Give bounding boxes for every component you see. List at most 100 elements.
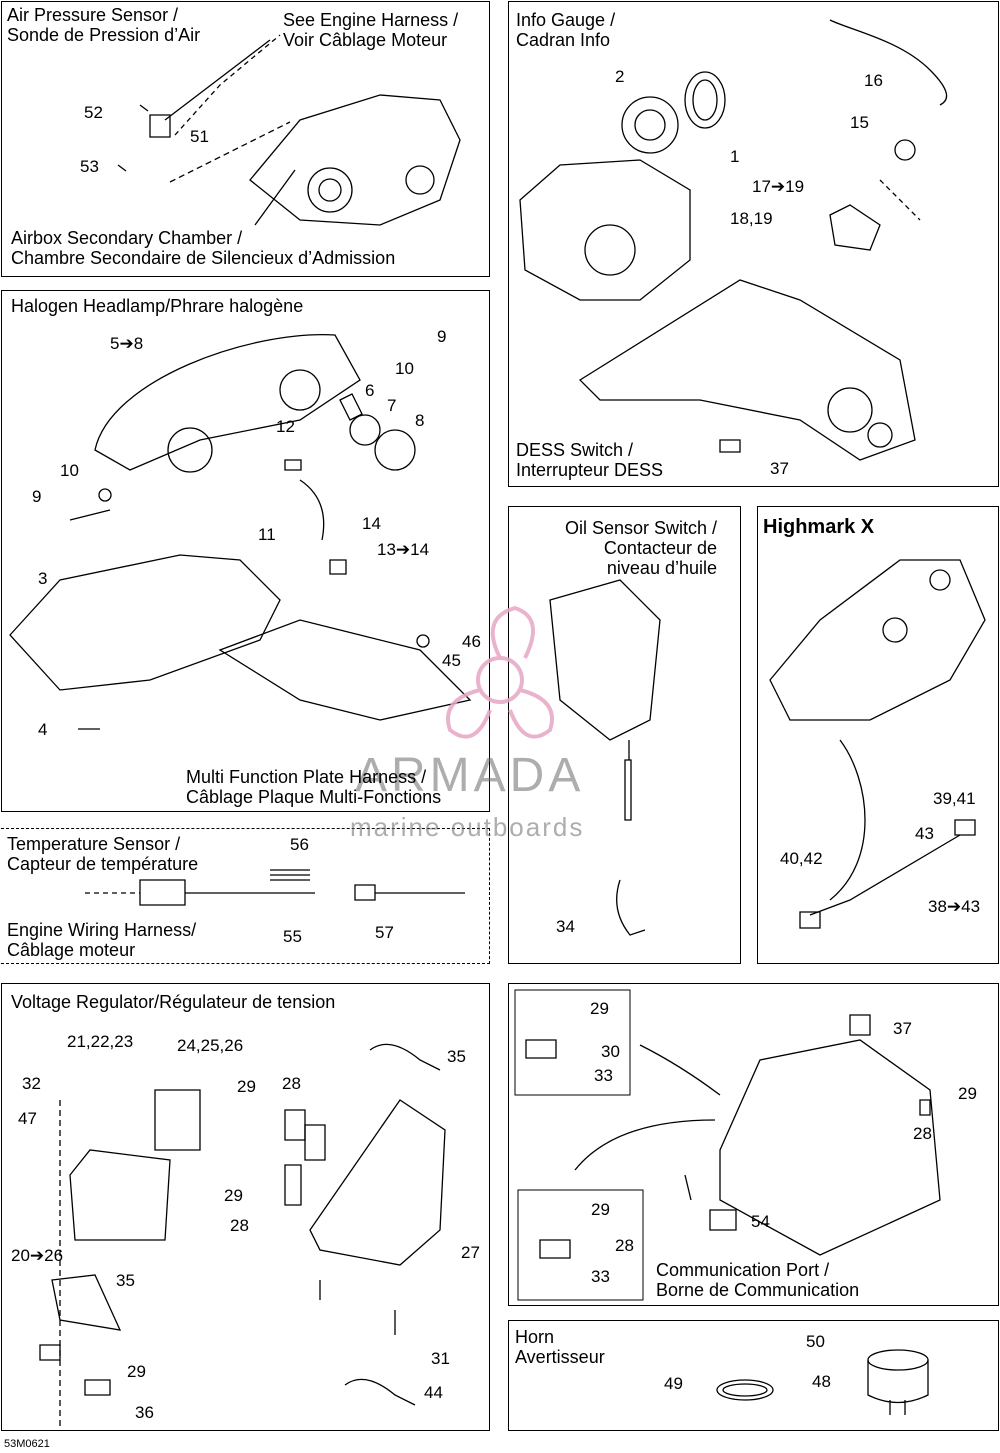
- part-number: 37: [893, 1019, 912, 1038]
- part-number: 29: [224, 1186, 243, 1205]
- panel-temperature: [1, 828, 490, 964]
- watermark-brand: ARMADA: [355, 749, 585, 802]
- part-number: 49: [664, 1374, 683, 1393]
- part-number: 28: [282, 1074, 301, 1093]
- part-number: 33: [591, 1267, 610, 1286]
- part-number: 29: [958, 1084, 977, 1103]
- mfp-harness-fr: Câblage Plaque Multi-Fonctions: [186, 787, 442, 807]
- part-number: 52: [84, 103, 103, 122]
- part-number: 24,25,26: [177, 1036, 244, 1055]
- see-engine-harness-en: See Engine Harness /: [283, 10, 459, 30]
- part-number: 3: [38, 569, 48, 588]
- headlamp-title: Halogen Headlamp/Phrare halogène: [11, 296, 304, 316]
- air-pressure-title-en: Air Pressure Sensor /: [7, 5, 179, 25]
- panel-voltage-regulator: [1, 983, 490, 1431]
- part-number: 17➔19: [752, 177, 805, 196]
- part-number: 56: [290, 835, 309, 854]
- part-number: 48: [812, 1372, 831, 1391]
- part-number: 9: [32, 487, 42, 506]
- part-number: 4: [38, 720, 48, 739]
- airbox-label-en: Airbox Secondary Chamber /: [11, 228, 243, 248]
- part-number: 36: [135, 1403, 154, 1422]
- part-number: 50: [806, 1332, 825, 1351]
- part-number: 20➔26: [11, 1246, 64, 1265]
- part-number: 32: [22, 1074, 41, 1093]
- part-number: 16: [864, 71, 883, 90]
- part-number: 21,22,23: [67, 1032, 134, 1051]
- part-number: 55: [283, 927, 302, 946]
- oil-sensor-title-3: niveau d’huile: [606, 558, 717, 578]
- info-gauge-title-en: Info Gauge /: [516, 10, 616, 30]
- part-number: 1: [730, 147, 740, 166]
- part-number: 53: [80, 157, 99, 176]
- part-number: 43: [915, 824, 934, 843]
- part-number: 9: [437, 327, 447, 346]
- footer-code: 53M0621: [4, 1438, 50, 1450]
- airbox-label-fr: Chambre Secondaire de Silencieux d’Admis…: [11, 248, 396, 268]
- see-engine-harness-fr: Voir Câblage Moteur: [283, 30, 448, 50]
- part-number: 5➔8: [110, 334, 144, 353]
- part-number: 30: [601, 1042, 620, 1061]
- temperature-title-en: Temperature Sensor /: [7, 834, 181, 854]
- part-number: 10: [60, 461, 79, 480]
- part-number: 29: [591, 1200, 610, 1219]
- info-gauge-title-fr: Cadran Info: [516, 30, 611, 50]
- dess-switch-fr: Interrupteur DESS: [516, 460, 664, 480]
- mfp-harness-en: Multi Function Plate Harness /: [186, 767, 427, 787]
- part-number: 39,41: [933, 789, 976, 808]
- part-number: 44: [424, 1383, 443, 1402]
- engine-wiring-harness-fr: Câblage moteur: [7, 940, 136, 960]
- panel-air-pressure: [1, 1, 490, 277]
- part-number: 28: [230, 1216, 249, 1235]
- dess-switch-en: DESS Switch /: [516, 440, 634, 460]
- part-number: 29: [127, 1362, 146, 1381]
- part-number: 38➔43: [928, 897, 981, 916]
- temperature-title-fr: Capteur de température: [7, 854, 199, 874]
- part-number: 28: [615, 1236, 634, 1255]
- part-number: 10: [395, 359, 414, 378]
- part-number: 34: [556, 917, 575, 936]
- part-number: 46: [462, 632, 481, 651]
- engine-wiring-harness-en: Engine Wiring Harness/: [7, 920, 197, 940]
- panel-highmark: [757, 506, 999, 964]
- part-number: 6: [365, 381, 375, 400]
- part-number: 13➔14: [377, 540, 430, 559]
- part-number: 2: [615, 67, 625, 86]
- watermark-tagline: marine outboards: [350, 812, 585, 842]
- part-number: 33: [594, 1066, 613, 1085]
- part-number: 37: [770, 459, 789, 478]
- part-number: 29: [590, 999, 609, 1018]
- air-pressure-title-fr: Sonde de Pression d’Air: [7, 25, 201, 45]
- panel-comm-port: [508, 983, 999, 1306]
- part-number: 31: [431, 1349, 450, 1368]
- part-number: 8: [415, 411, 425, 430]
- part-number: 51: [190, 127, 209, 146]
- part-number: 47: [18, 1109, 37, 1128]
- panel-info-gauge: [508, 1, 999, 487]
- part-number: 57: [375, 923, 394, 942]
- part-number: 27: [461, 1243, 480, 1262]
- part-number: 35: [447, 1047, 466, 1066]
- comm-port-fr: Borne de Communication: [656, 1280, 860, 1300]
- panel-horn: [508, 1320, 999, 1431]
- part-number: 15: [850, 113, 869, 132]
- part-number: 35: [116, 1271, 135, 1290]
- horn-title-fr: Avertisseur: [515, 1347, 605, 1367]
- part-number: 45: [442, 651, 461, 670]
- part-number: 7: [387, 396, 397, 415]
- part-number: 54: [751, 1212, 770, 1231]
- comm-port-en: Communication Port /: [656, 1260, 830, 1280]
- part-number: 28: [913, 1124, 932, 1143]
- part-number: 29: [237, 1077, 256, 1096]
- panel-oil-sensor: [508, 506, 741, 964]
- part-number: 18,19: [730, 209, 773, 228]
- part-number: 14: [362, 514, 381, 533]
- part-number: 12: [276, 417, 295, 436]
- highmark-title: Highmark X: [763, 516, 875, 538]
- oil-sensor-title-2: Contacteur de: [603, 538, 717, 558]
- horn-title-en: Horn: [515, 1327, 555, 1347]
- panel-headlamp: [1, 290, 490, 812]
- part-number: 40,42: [780, 849, 823, 868]
